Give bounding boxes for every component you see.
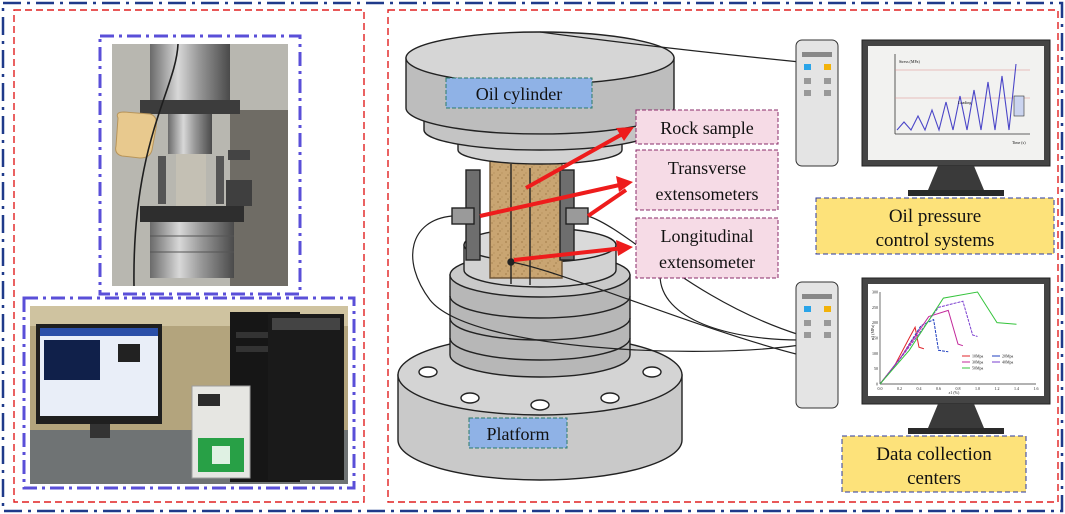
svg-text:extensometer: extensometer (659, 252, 755, 272)
control-unit-bottom (795, 281, 839, 409)
svg-text:Oil cylinder: Oil cylinder (476, 84, 562, 104)
x-tick-label: 0.4 (917, 386, 922, 391)
monitor-oil-pressure: Stress (MPa) Time (s) Loading (861, 39, 1051, 196)
svg-text:Platform: Platform (487, 424, 550, 444)
y-axis-label: σ1 (MPa) (870, 324, 875, 340)
x-tick-label: 1.6 (1034, 386, 1039, 391)
series-line (879, 300, 978, 385)
y-tick-label: 250 (872, 305, 878, 310)
left-panel-border (13, 9, 365, 503)
x-tick-label: 1.2 (995, 386, 1000, 391)
y-tick-label: 100 (872, 351, 878, 356)
label-longitudinal-extensometer: Longitudinal extensometer (635, 217, 779, 279)
y-tick-label: 50 (874, 366, 878, 371)
label-rock-sample: Rock sample (635, 109, 779, 145)
label-oil-pressure-control: Oil pressure control systems (815, 197, 1055, 255)
svg-text:Data collection: Data collection (876, 444, 992, 465)
x-tick-label: 0.2 (897, 386, 902, 391)
legend-label: 30Mpa (972, 360, 984, 365)
series-line (879, 291, 1017, 385)
control-unit-top (795, 39, 839, 167)
svg-text:Loading: Loading (958, 100, 971, 105)
svg-text:control systems: control systems (876, 230, 995, 251)
annotation-arrows (479, 127, 634, 262)
label-transverse-extensometers: Transverse extensometers (635, 149, 779, 211)
testing-machine-photo (98, 34, 302, 296)
monitor-data-collection: 0 50 100 150 200 250 300 0.0 0.2 0.4 0.6 0.8 1.0 1.2 1… (861, 277, 1051, 434)
stress-strain-chart: 0 50 100 150 200 250 300 0.0 0.2 0.4 0.6 0.8 1.0 1.2 1… (870, 290, 1039, 396)
x-axis-label: ε1 (%) (949, 390, 960, 395)
svg-text:Longitudinal: Longitudinal (661, 226, 754, 246)
y-tick-label: 300 (872, 290, 878, 295)
x-tick-label: 1.4 (1014, 386, 1019, 391)
svg-text:centers: centers (907, 468, 961, 489)
label-data-collection-centers: Data collection centers (841, 435, 1027, 493)
legend-label: 20Mpa (1002, 354, 1014, 359)
legend-label: 10Mpa (972, 354, 984, 359)
legend-label: 40Mpa (1002, 360, 1014, 365)
y-tick-label: 200 (872, 320, 878, 325)
y-tick-label: 0 (876, 382, 878, 387)
y-tick-label: 150 (872, 336, 878, 341)
x-tick-label: 0.0 (878, 386, 883, 391)
label-oil-cylinder: Oil cylinder (445, 77, 593, 109)
svg-text:Stress (MPa): Stress (MPa) (899, 59, 920, 64)
x-tick-label: 0.6 (936, 386, 941, 391)
svg-text:extensometers: extensometers (656, 184, 759, 204)
svg-text:Time (s): Time (s) (1012, 140, 1026, 145)
right-panel-border (387, 9, 1059, 503)
svg-text:Rock sample: Rock sample (660, 118, 753, 138)
computer-setup-photo (22, 296, 356, 490)
x-tick-label: 0.8 (956, 386, 961, 391)
label-platform: Platform (468, 417, 568, 449)
svg-text:Oil pressure: Oil pressure (889, 206, 981, 227)
x-tick-label: 1.0 (975, 386, 980, 391)
legend-label: 50Mpa (972, 366, 984, 371)
svg-text:Transverse: Transverse (668, 158, 746, 178)
